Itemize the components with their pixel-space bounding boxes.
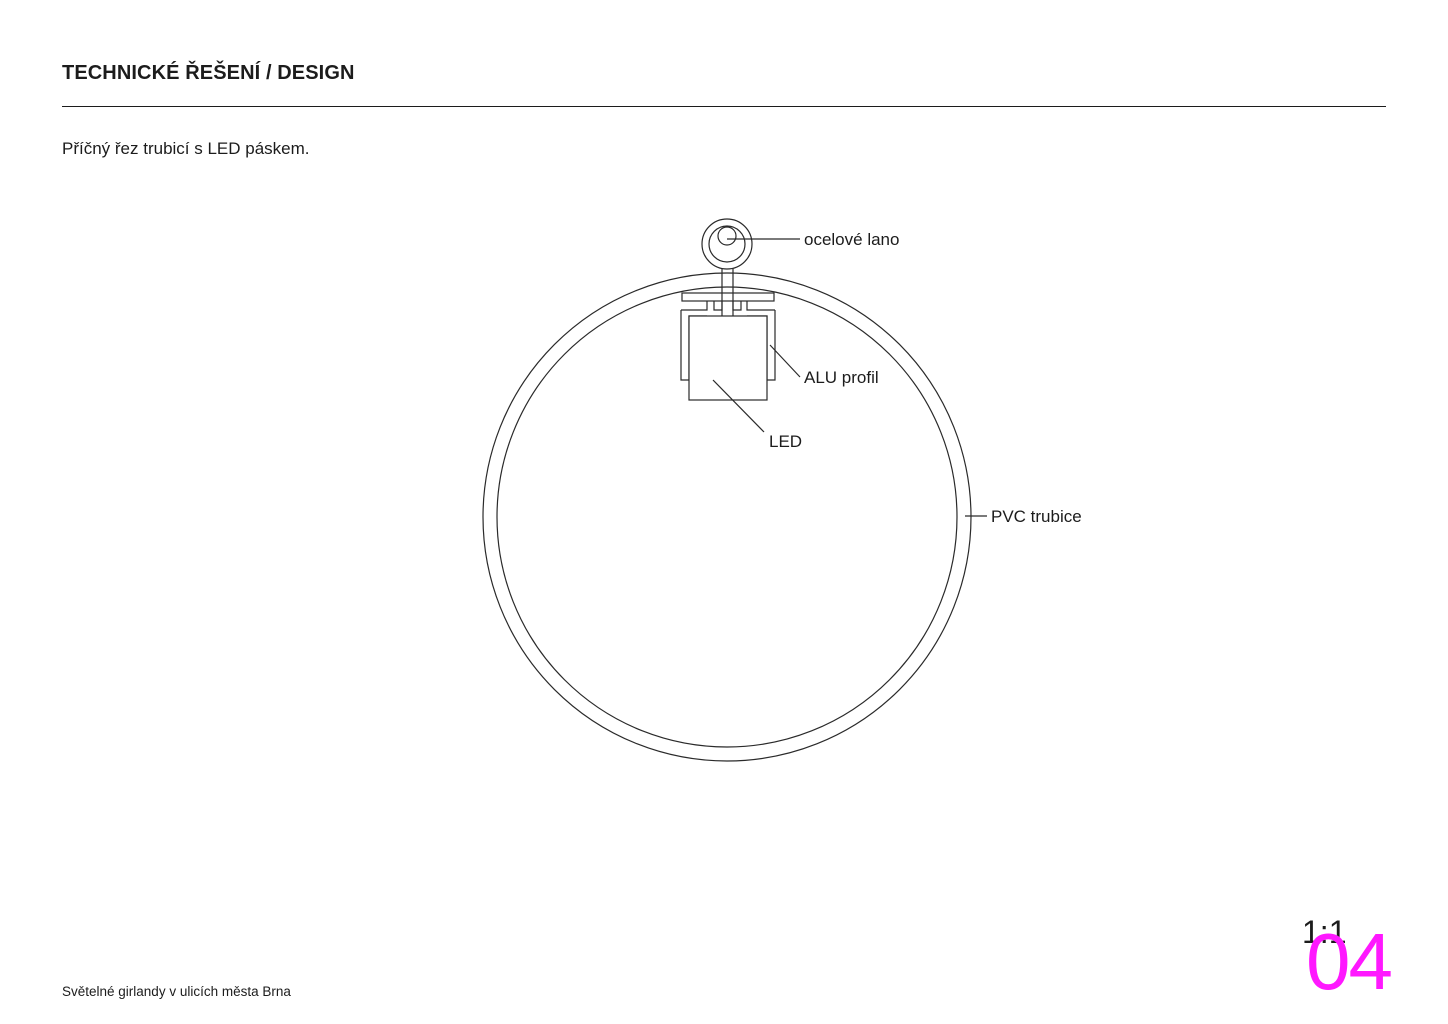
pvc-tube-inner-wall bbox=[496, 286, 958, 748]
label-alu-profile: ALU profil bbox=[804, 368, 879, 387]
page-number: 04 bbox=[1306, 917, 1393, 1006]
alu-profile-top-flange bbox=[681, 292, 775, 302]
label-led: LED bbox=[769, 432, 802, 451]
title-divider bbox=[62, 106, 1386, 107]
pvc-tube bbox=[482, 272, 972, 762]
page-title: TECHNICKÉ ŘEŠENÍ / DESIGN bbox=[62, 62, 355, 84]
pvc-tube-outer-wall bbox=[482, 272, 972, 762]
page-subtitle: Příčný řez trubicí s LED páskem. bbox=[62, 139, 310, 158]
label-pvc-tube: PVC trubice bbox=[991, 507, 1082, 526]
steel-cable bbox=[701, 218, 753, 316]
leader-line-alu-profile bbox=[769, 344, 801, 378]
steel-cable-loop-inner bbox=[708, 225, 746, 263]
alu-profile-shoulders bbox=[681, 301, 775, 311]
leader-line-led bbox=[712, 379, 765, 433]
steel-cable-stem bbox=[721, 266, 734, 316]
steel-cable-core bbox=[717, 226, 737, 246]
led-module bbox=[688, 315, 768, 401]
alu-profile-clip bbox=[713, 301, 742, 311]
label-steel-cable: ocelové lano bbox=[804, 230, 899, 249]
drawing-scale: 1:1 bbox=[1302, 914, 1347, 950]
footer-project-name: Světelné girlandy v ulicích města Brna bbox=[62, 984, 291, 999]
